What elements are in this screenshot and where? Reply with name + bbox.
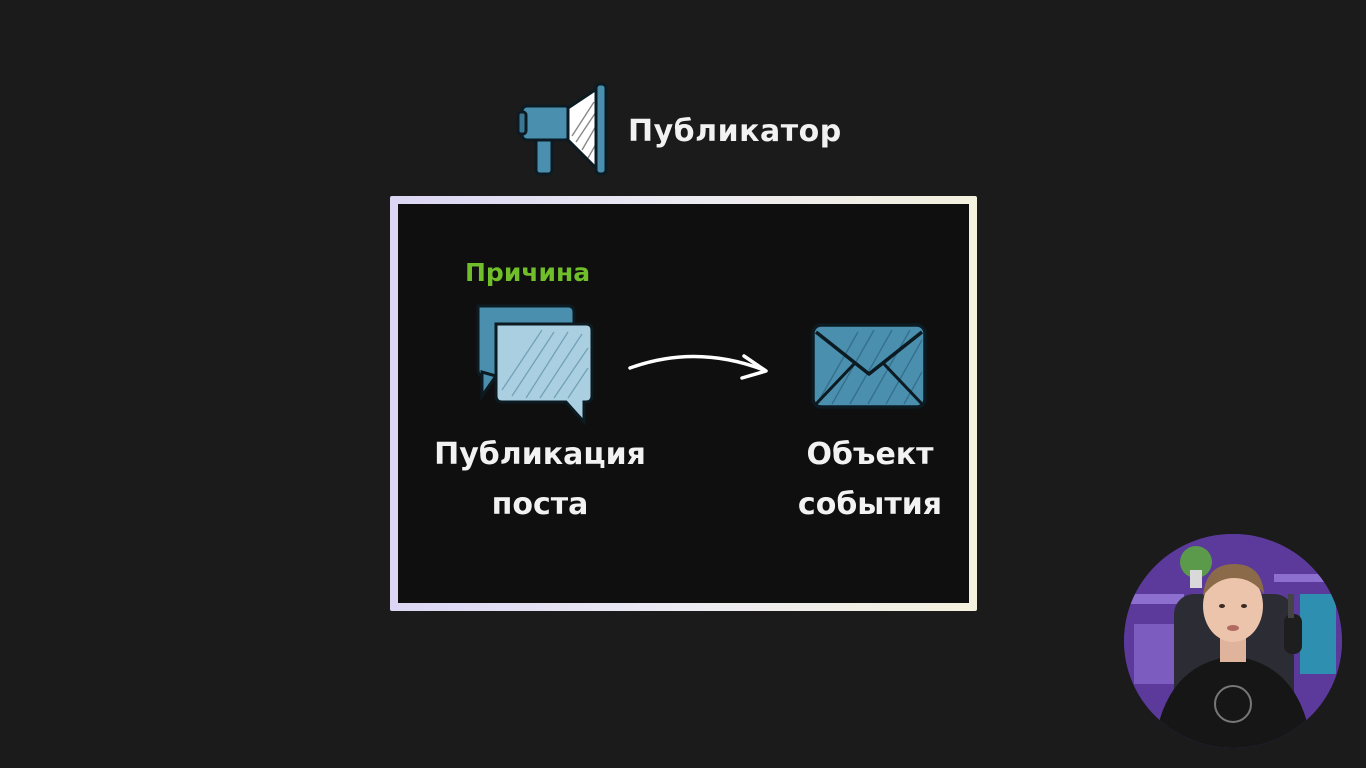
event-label-line1: Объект	[806, 437, 934, 472]
curved-arrow-right-icon	[628, 354, 768, 380]
event-label-line2: события	[797, 487, 943, 522]
header-title: Публикатор	[628, 114, 842, 149]
header: Публикатор	[516, 78, 856, 178]
presenter-webcam	[1124, 534, 1342, 748]
envelope-icon	[811, 323, 927, 409]
post-label-line1: Публикация	[434, 437, 646, 472]
post-label: Публикация поста	[420, 430, 660, 530]
post-label-line2: поста	[491, 487, 589, 522]
presenter-video	[1124, 534, 1342, 748]
cause-label: Причина	[465, 258, 591, 287]
diagram-area: Причина Публикация пост	[398, 204, 969, 603]
chat-bubbles-icon	[476, 304, 594, 426]
event-label: Объект события	[750, 430, 990, 530]
diagram-frame: Причина Публикация пост	[390, 196, 977, 611]
megaphone-icon	[516, 82, 608, 176]
